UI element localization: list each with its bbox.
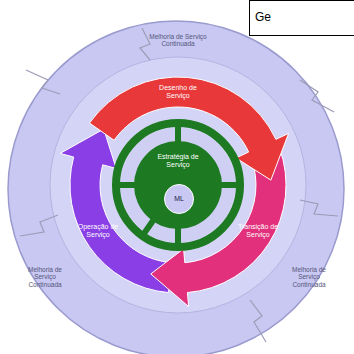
lifecycle-circle: Melhoria de Serviço ContinuadaMelhoria d… bbox=[6, 19, 346, 354]
node-label: Estratégia de Serviço bbox=[151, 153, 205, 169]
node-label: Operação de Serviço bbox=[73, 223, 123, 239]
node-label: Transição de Serviço bbox=[233, 223, 283, 239]
node-label: Desenho de Serviço bbox=[149, 84, 207, 100]
strategy-hub: Estratégia de ServiçoML bbox=[113, 120, 243, 250]
node-label: Ge bbox=[248, 11, 278, 25]
node-label: Melhoria de Serviço Continuada bbox=[284, 266, 334, 288]
title-box: Ge bbox=[249, 0, 354, 36]
node-label: Melhoria de Serviço Continuada bbox=[20, 266, 70, 288]
node-label: ML bbox=[166, 195, 192, 203]
core-circle: ML bbox=[164, 184, 194, 214]
node-label: Melhoria de Serviço Continuada bbox=[147, 33, 209, 48]
